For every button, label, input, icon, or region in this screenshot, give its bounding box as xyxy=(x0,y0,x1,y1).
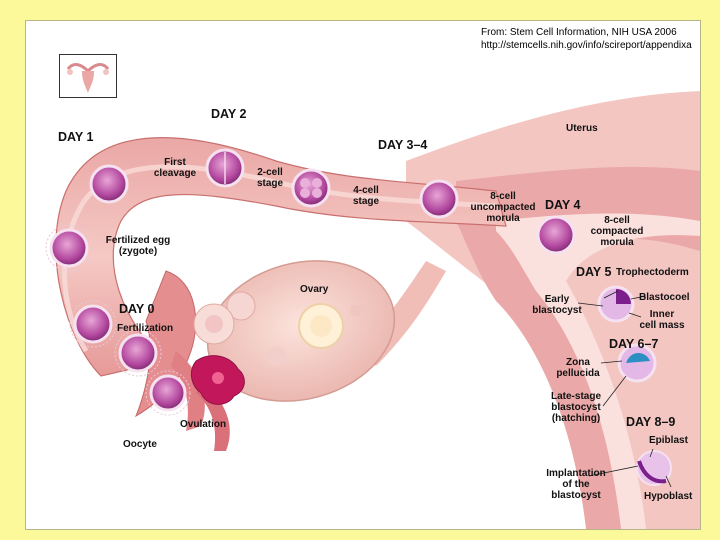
inner-cell-mass-label: Inner cell mass xyxy=(639,309,685,331)
oocyte-label: Oocyte xyxy=(123,439,157,450)
day-3-4-label: DAY 3–4 xyxy=(378,138,428,152)
overview-thumbnail xyxy=(59,54,117,98)
day-0-label: DAY 0 xyxy=(119,302,155,316)
day-4-label: DAY 4 xyxy=(545,198,581,212)
implantation-label: Implantation of the blastocyst xyxy=(546,468,606,501)
two-cell-label: 2-cell stage xyxy=(256,167,284,189)
day-1-label: DAY 1 xyxy=(58,130,94,144)
ovary-label: Ovary xyxy=(300,284,329,295)
source-url: http://stemcells.nih.gov/info/scireport/… xyxy=(481,40,692,51)
blastocoel-label: Blastocoel xyxy=(639,292,690,303)
four-cell-label: 4-cell stage xyxy=(352,185,380,207)
follicles xyxy=(193,281,362,366)
day-6-7-label: DAY 6–7 xyxy=(609,337,659,351)
ovulation-label: Ovulation xyxy=(180,419,227,430)
late-stage-blastocyst-label: Late-stage blastocyst (hatching) xyxy=(550,391,601,424)
day-5-label: DAY 5 xyxy=(576,265,612,279)
trophectoderm-label: Trophectoderm xyxy=(616,267,689,278)
reproductive-tract-illustration xyxy=(45,91,700,529)
day-2-label: DAY 2 xyxy=(211,107,247,121)
eight-cell-compacted-label: 8-cell compacted morula xyxy=(590,215,644,248)
uterus-thumbnail-icon xyxy=(66,63,110,93)
uterus-label: Uterus xyxy=(566,123,598,134)
fertilization-label: Fertilization xyxy=(117,323,174,334)
hypoblast-label: Hypoblast xyxy=(644,491,693,502)
leader-lines xyxy=(577,290,672,488)
day-8-9-label: DAY 8–9 xyxy=(626,415,676,429)
first-cleavage-label: First cleavage xyxy=(153,157,197,179)
diagram-frame: From: Stem Cell Information, NIH USA 200… xyxy=(25,20,701,530)
eight-cell-uncompacted-label: 8-cell uncompacted morula xyxy=(470,191,536,224)
embryo-cells xyxy=(45,148,672,486)
zona-pellucida-label: Zona pellucida xyxy=(556,357,600,379)
uterus-cavity xyxy=(496,213,700,529)
epiblast-label: Epiblast xyxy=(649,435,688,446)
fertilized-egg-label: Fertilized egg (zygote) xyxy=(105,235,171,257)
source-line-1: From: Stem Cell Information, NIH USA 200… xyxy=(481,27,677,38)
early-blastocyst-label: Early blastocyst xyxy=(532,294,582,316)
